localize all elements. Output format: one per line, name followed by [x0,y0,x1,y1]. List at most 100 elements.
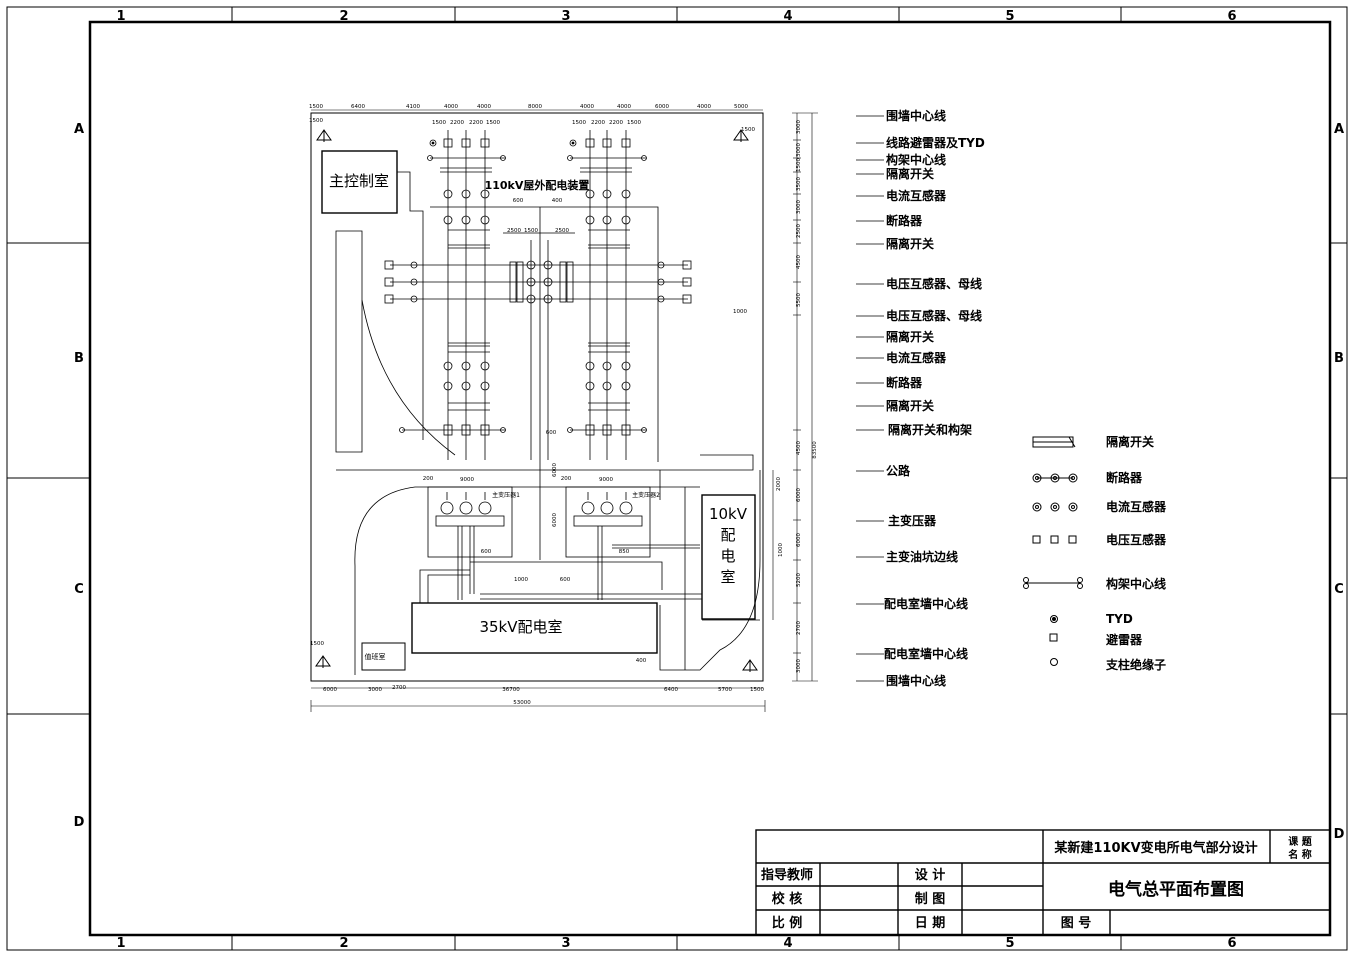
top-dim-label: 4000 [477,104,491,110]
callout-label: 配电室墙中心线 [884,596,968,611]
bottom-dim-label: 5700 [718,687,732,693]
right-dim-label: 4500 [796,441,802,455]
scale-label: 比 例 [772,915,803,931]
bottom-dim-label: 1500 [750,687,764,693]
callout-label: 电压互感器、母线 [886,308,982,323]
room-35kv-label: 35kV配电室 [479,618,562,636]
callout-label: 断路器 [886,375,923,390]
legend-arrester-icon [1049,633,1058,642]
legend-symbols [1023,436,1083,666]
callout-label: 围墙中心线 [886,108,946,123]
callout-label: 主变压器 [888,513,937,528]
bay-dim-label: 2200 [469,120,483,126]
room-10kv-label-3: 电 [720,547,735,565]
corner-marker-bl [315,655,331,668]
legend-ct-icon [1032,502,1078,512]
corner-marker-tl [316,129,332,142]
row-label-B-right: B [1334,351,1344,366]
total-height-label: 83500 [812,441,818,459]
misc-dim-label: 600 [560,577,571,583]
misc-dim-label: 6000 [552,513,558,527]
right-dim-label: 5200 [796,573,802,587]
road [335,230,761,675]
callout-label: 电流互感器 [886,188,947,203]
col-label-3-bottom: 3 [561,936,570,951]
top-dim-label: 5000 [734,104,748,110]
duty-room-label: 值班室 [365,652,386,661]
misc-dim-label: 1500 [309,118,323,124]
callout-label: 围墙中心线 [886,673,946,688]
callout-label: 线路避雷器及TYD [886,135,985,150]
misc-dim-label: 400 [636,658,647,664]
checker-label: 校 核 [772,891,803,907]
bay-dim-label: 1500 [486,120,500,126]
cable-route-top [397,171,424,440]
misc-dim-label: 1000 [733,309,747,315]
room-10kv-label-4: 室 [720,568,735,586]
misc-dim-label: 6000 [552,463,558,477]
col-label-3: 3 [561,9,570,24]
bay-dim-label: 1500 [432,120,446,126]
legend-insulator-icon [1050,658,1058,666]
bay-dim-label: 2200 [591,120,605,126]
bay-right [567,130,647,460]
misc-dim-label: 200 [423,476,434,482]
callout-label: 断路器 [886,213,923,228]
col-label-5-bottom: 5 [1005,936,1014,951]
legend-label: TYD [1106,612,1133,626]
boundary-wall [310,112,764,682]
callout-leaders [856,115,884,682]
legend-breaker-icon [1032,473,1078,483]
bottom-dim-label: 6000 [323,687,337,693]
transformer-1 [427,486,513,600]
callout-label: 隔离开关 [886,329,934,344]
room-10kv-label-2: 配 [720,526,735,544]
bay-left [399,130,506,460]
right-dim-label: 3000 [796,143,802,157]
row-label-D: D [74,815,85,830]
misc-dim-label: 2500 [507,228,521,234]
misc-dim-label: 1000 [778,543,784,557]
misc-dim-label: 9000 [460,477,474,483]
col-label-2-bottom: 2 [339,936,348,951]
date-label: 日 期 [915,916,946,931]
top-dim-label: 8000 [528,104,542,110]
main-control-room [321,150,398,214]
main-control-room-label: 主控制室 [329,172,389,190]
legend-frame-icon [1023,577,1083,589]
right-dim-label: 4500 [796,255,802,269]
misc-dim-label: 400 [552,198,563,204]
misc-dim-label: 1500 [310,641,324,647]
row-label-B: B [74,351,84,366]
misc-dim-label: 600 [546,430,557,436]
misc-dim-label: 200 [561,476,572,482]
row-label-D-right: D [1334,827,1345,842]
top-dim-label: 4000 [580,104,594,110]
legend-tyd-icon [1050,615,1058,623]
right-dim-label: 1500 [796,158,802,172]
transformer-2-label: 主变压器2 [632,491,660,499]
right-dim-label: 6000 [796,488,802,502]
legend-label: 电压互感器 [1106,532,1167,547]
drafting-label: 制 图 [915,891,946,907]
misc-dim-label: 2500 [555,228,569,234]
callout-label: 主变油坑边线 [886,549,958,564]
bottom-dim-label: 6400 [664,687,678,693]
top-dim-label: 4000 [617,104,631,110]
misc-dim-label: 1500 [741,127,755,133]
col-label-1: 1 [116,9,125,24]
col-label-4: 4 [783,9,792,24]
bay-dim-label: 2200 [450,120,464,126]
bottom-dim-label: 36700 [502,687,520,693]
top-dim-label: 6000 [655,104,669,110]
drawing-no-label: 图 号 [1061,916,1092,931]
grid-ticks [7,7,1347,950]
callout-label: 公路 [886,463,911,478]
sheet-outer-border [6,6,1348,951]
busbars [384,232,692,460]
callout-label: 隔离开关 [886,398,934,413]
design-label: 设 计 [915,867,946,883]
col-label-4-bottom: 4 [783,936,792,951]
col-label-5: 5 [1005,9,1014,24]
